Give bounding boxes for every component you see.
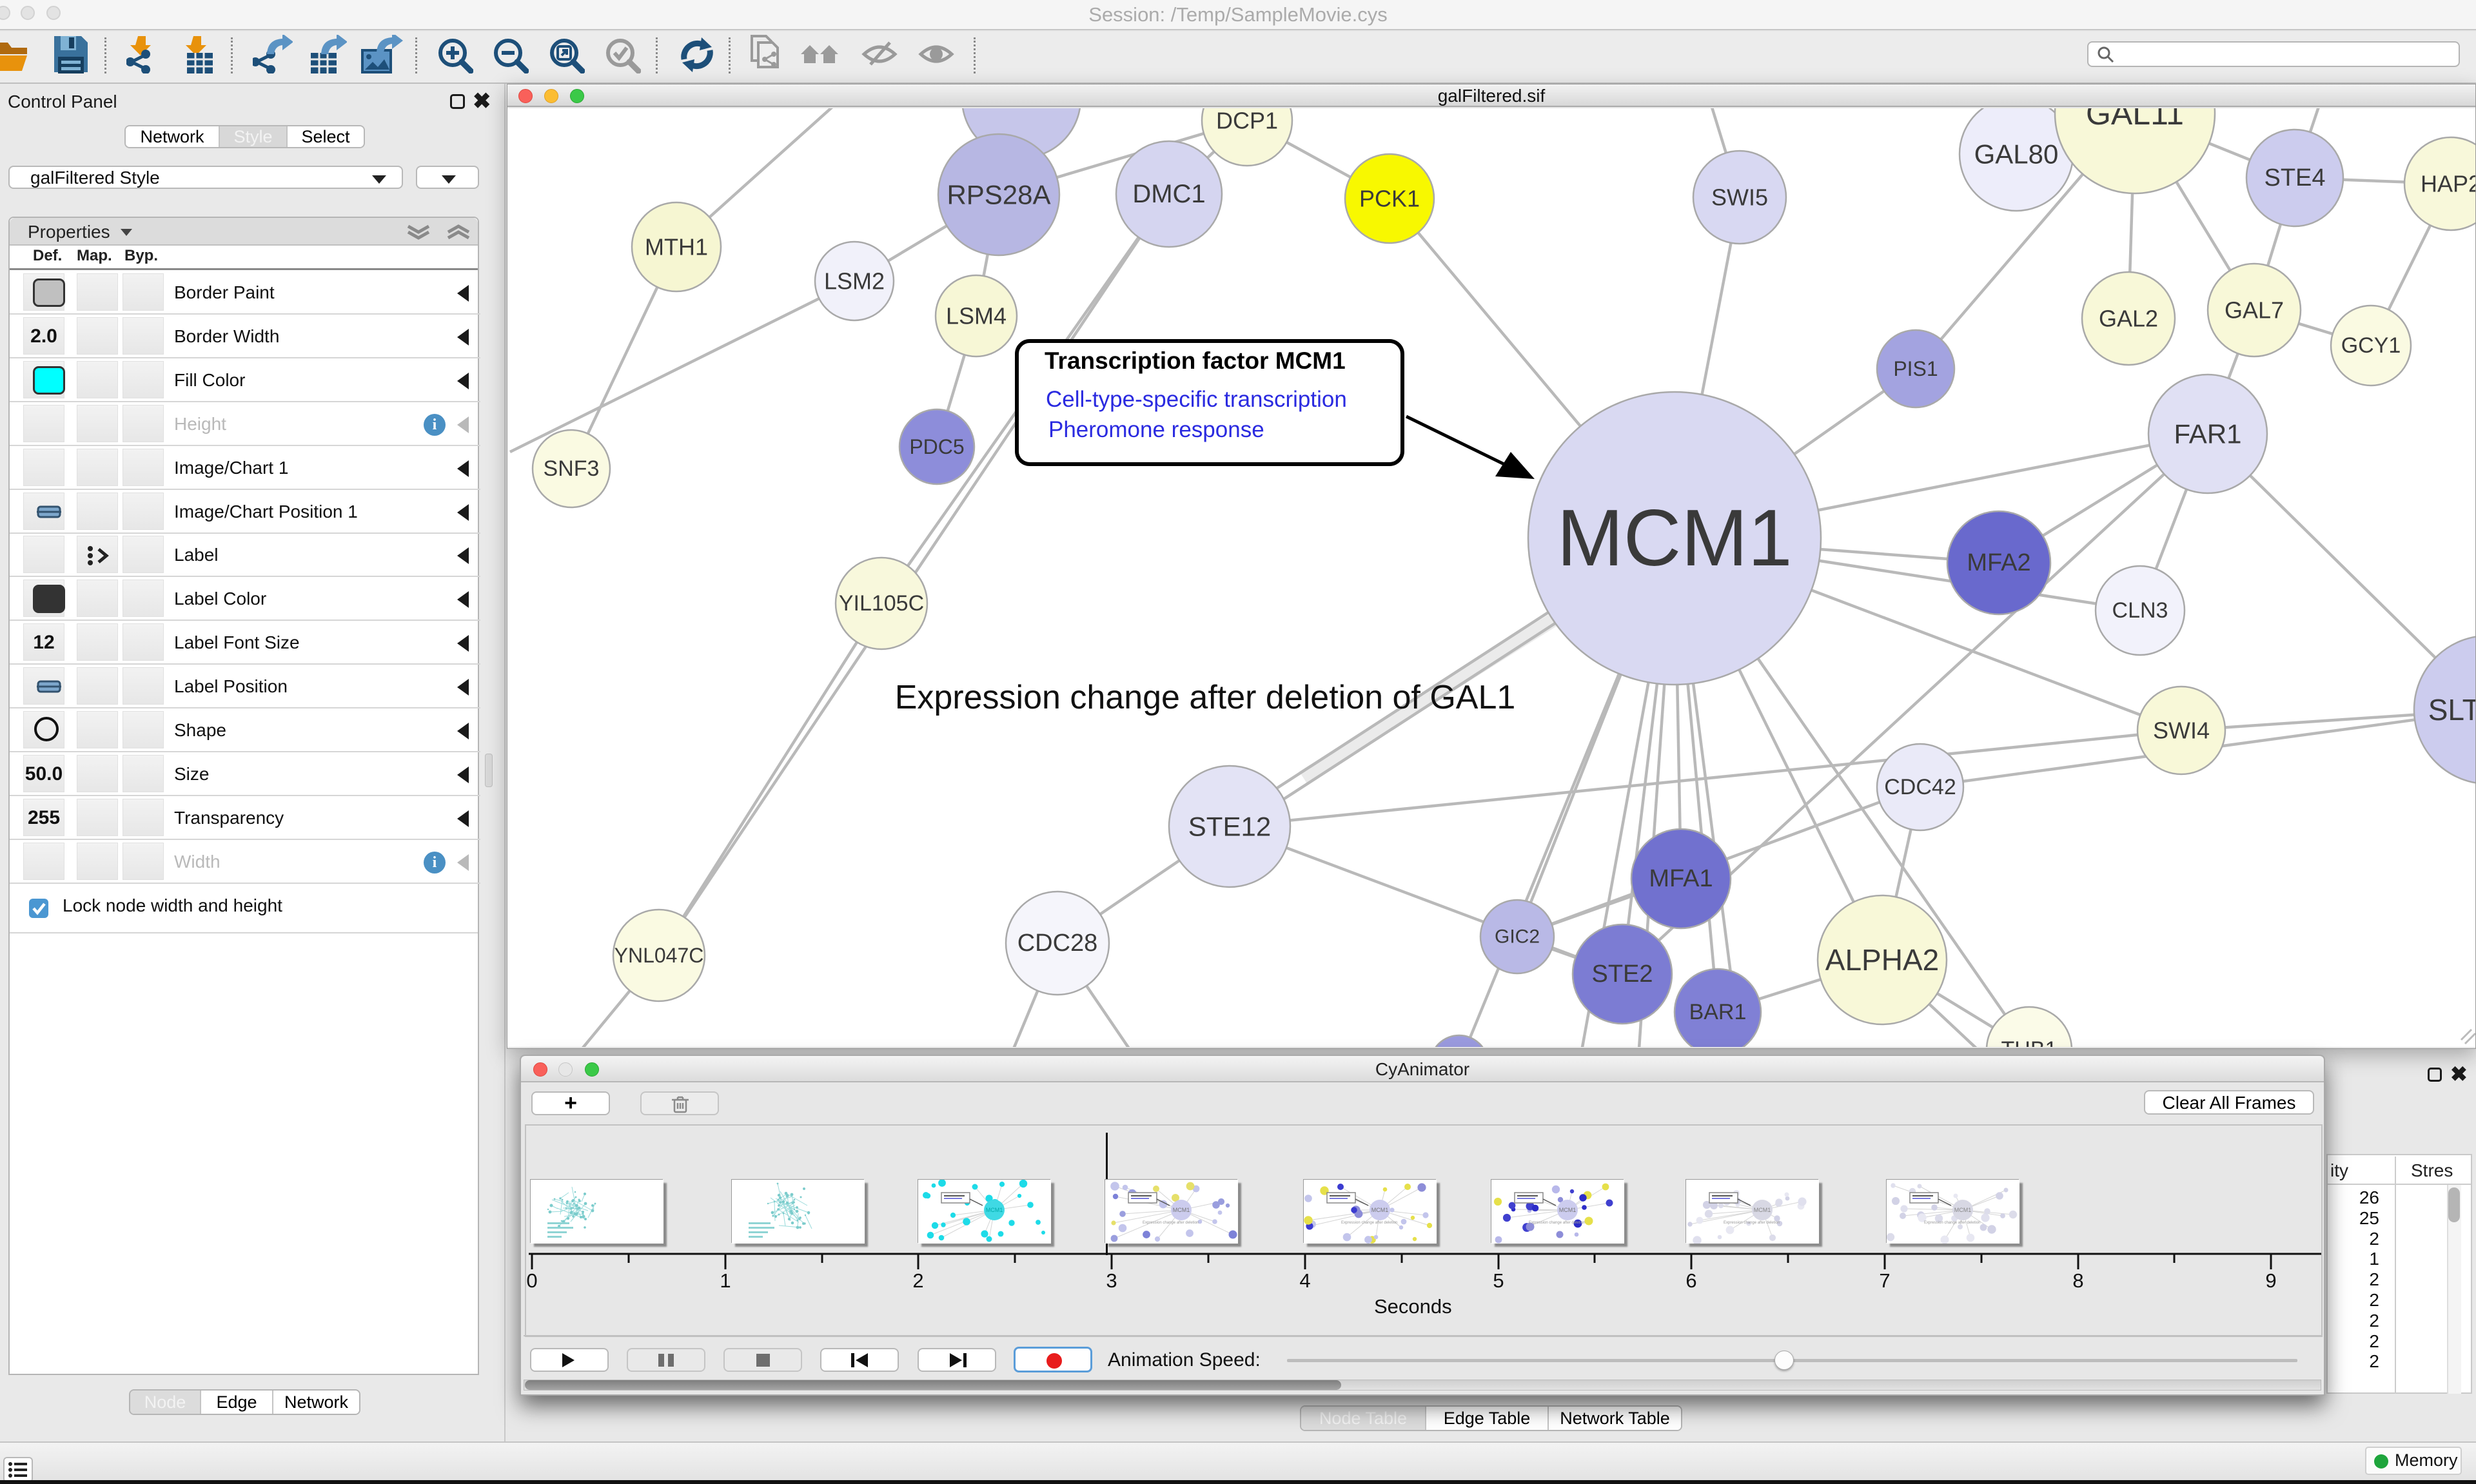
svg-text:PDC5: PDC5 (909, 435, 964, 458)
svg-text:7: 7 (1879, 1269, 1890, 1292)
svg-text:Expression change after deleti: Expression change after deletion (1724, 1221, 1780, 1225)
svg-text:DMC1: DMC1 (1132, 180, 1205, 208)
svg-text:8: 8 (2072, 1269, 2083, 1292)
svg-text:Pheromone response: Pheromone response (1048, 417, 1264, 442)
svg-text:GAL80: GAL80 (1974, 139, 2059, 170)
svg-text:HAP2: HAP2 (2421, 171, 2475, 197)
svg-text:LSM2: LSM2 (824, 268, 885, 295)
svg-text:4: 4 (1299, 1269, 1310, 1292)
svg-text:RPS28A: RPS28A (947, 180, 1050, 210)
svg-text:PIS1: PIS1 (1893, 357, 1938, 380)
svg-text:GAL2: GAL2 (2099, 306, 2158, 332)
svg-text:5: 5 (1493, 1269, 1504, 1292)
svg-text:YNL047C: YNL047C (614, 944, 704, 967)
svg-text:ALPHA2: ALPHA2 (1825, 943, 1939, 977)
svg-text:SWI5: SWI5 (1711, 184, 1768, 211)
svg-text:LSM4: LSM4 (946, 303, 1007, 329)
svg-text:MTH1: MTH1 (645, 234, 708, 260)
svg-text:BAR1: BAR1 (1689, 1000, 1747, 1024)
svg-text:STE2: STE2 (1591, 961, 1653, 988)
svg-text:MCM1: MCM1 (1173, 1207, 1190, 1213)
svg-text:CDC42: CDC42 (1884, 775, 1956, 799)
svg-text:FAR1: FAR1 (2174, 419, 2241, 449)
svg-text:SNF3: SNF3 (544, 456, 600, 481)
svg-text:MCM1: MCM1 (986, 1207, 1003, 1213)
svg-text:SLT2: SLT2 (2428, 693, 2475, 727)
svg-text:MCM1: MCM1 (1371, 1207, 1389, 1213)
svg-text:YIL105C: YIL105C (839, 591, 924, 616)
svg-text:MCM1: MCM1 (1559, 1207, 1577, 1213)
svg-text:Transcription factor MCM1: Transcription factor MCM1 (1045, 347, 1346, 374)
svg-text:TUB1: TUB1 (2001, 1037, 2058, 1047)
svg-text:STE12: STE12 (1188, 812, 1271, 842)
svg-text:MCM1: MCM1 (1954, 1207, 1972, 1213)
svg-text:DCP1: DCP1 (1216, 108, 1278, 134)
svg-text:GAL7: GAL7 (2225, 297, 2284, 324)
svg-text:Expression change after deleti: Expression change after deletion (1341, 1221, 1397, 1225)
svg-text:MFA1: MFA1 (1649, 865, 1713, 892)
svg-text:2: 2 (912, 1269, 923, 1292)
svg-text:MFA2: MFA2 (1967, 549, 2030, 576)
svg-text:1: 1 (720, 1269, 731, 1292)
svg-text:Expression change after deleti: Expression change after deletion (1529, 1221, 1585, 1225)
svg-text:Cell-type-specific transcripti: Cell-type-specific transcription (1046, 387, 1347, 412)
svg-text:GIC2: GIC2 (1495, 926, 1540, 948)
svg-text:6: 6 (1685, 1269, 1696, 1292)
svg-text:0: 0 (526, 1269, 537, 1292)
svg-text:MCM1: MCM1 (1754, 1207, 1771, 1213)
svg-text:CLN3: CLN3 (2112, 598, 2168, 623)
svg-text:Expression change after deleti: Expression change after deletion (1924, 1221, 1980, 1225)
svg-text:PCK1: PCK1 (1359, 186, 1420, 212)
svg-text:SWI4: SWI4 (2153, 718, 2210, 744)
svg-text:Expression change after deleti: Expression change after deletion of GAL1 (895, 679, 1516, 716)
svg-text:3: 3 (1106, 1269, 1117, 1292)
svg-text:9: 9 (2265, 1269, 2276, 1292)
svg-text:GAL11: GAL11 (2086, 108, 2184, 132)
svg-text:GCY1: GCY1 (2341, 333, 2401, 358)
svg-text:Expression change after deleti: Expression change after deletion (1143, 1221, 1199, 1225)
svg-text:MCM1: MCM1 (1557, 494, 1792, 583)
svg-text:STE4: STE4 (2264, 164, 2325, 191)
svg-text:CDC28: CDC28 (1017, 930, 1098, 957)
